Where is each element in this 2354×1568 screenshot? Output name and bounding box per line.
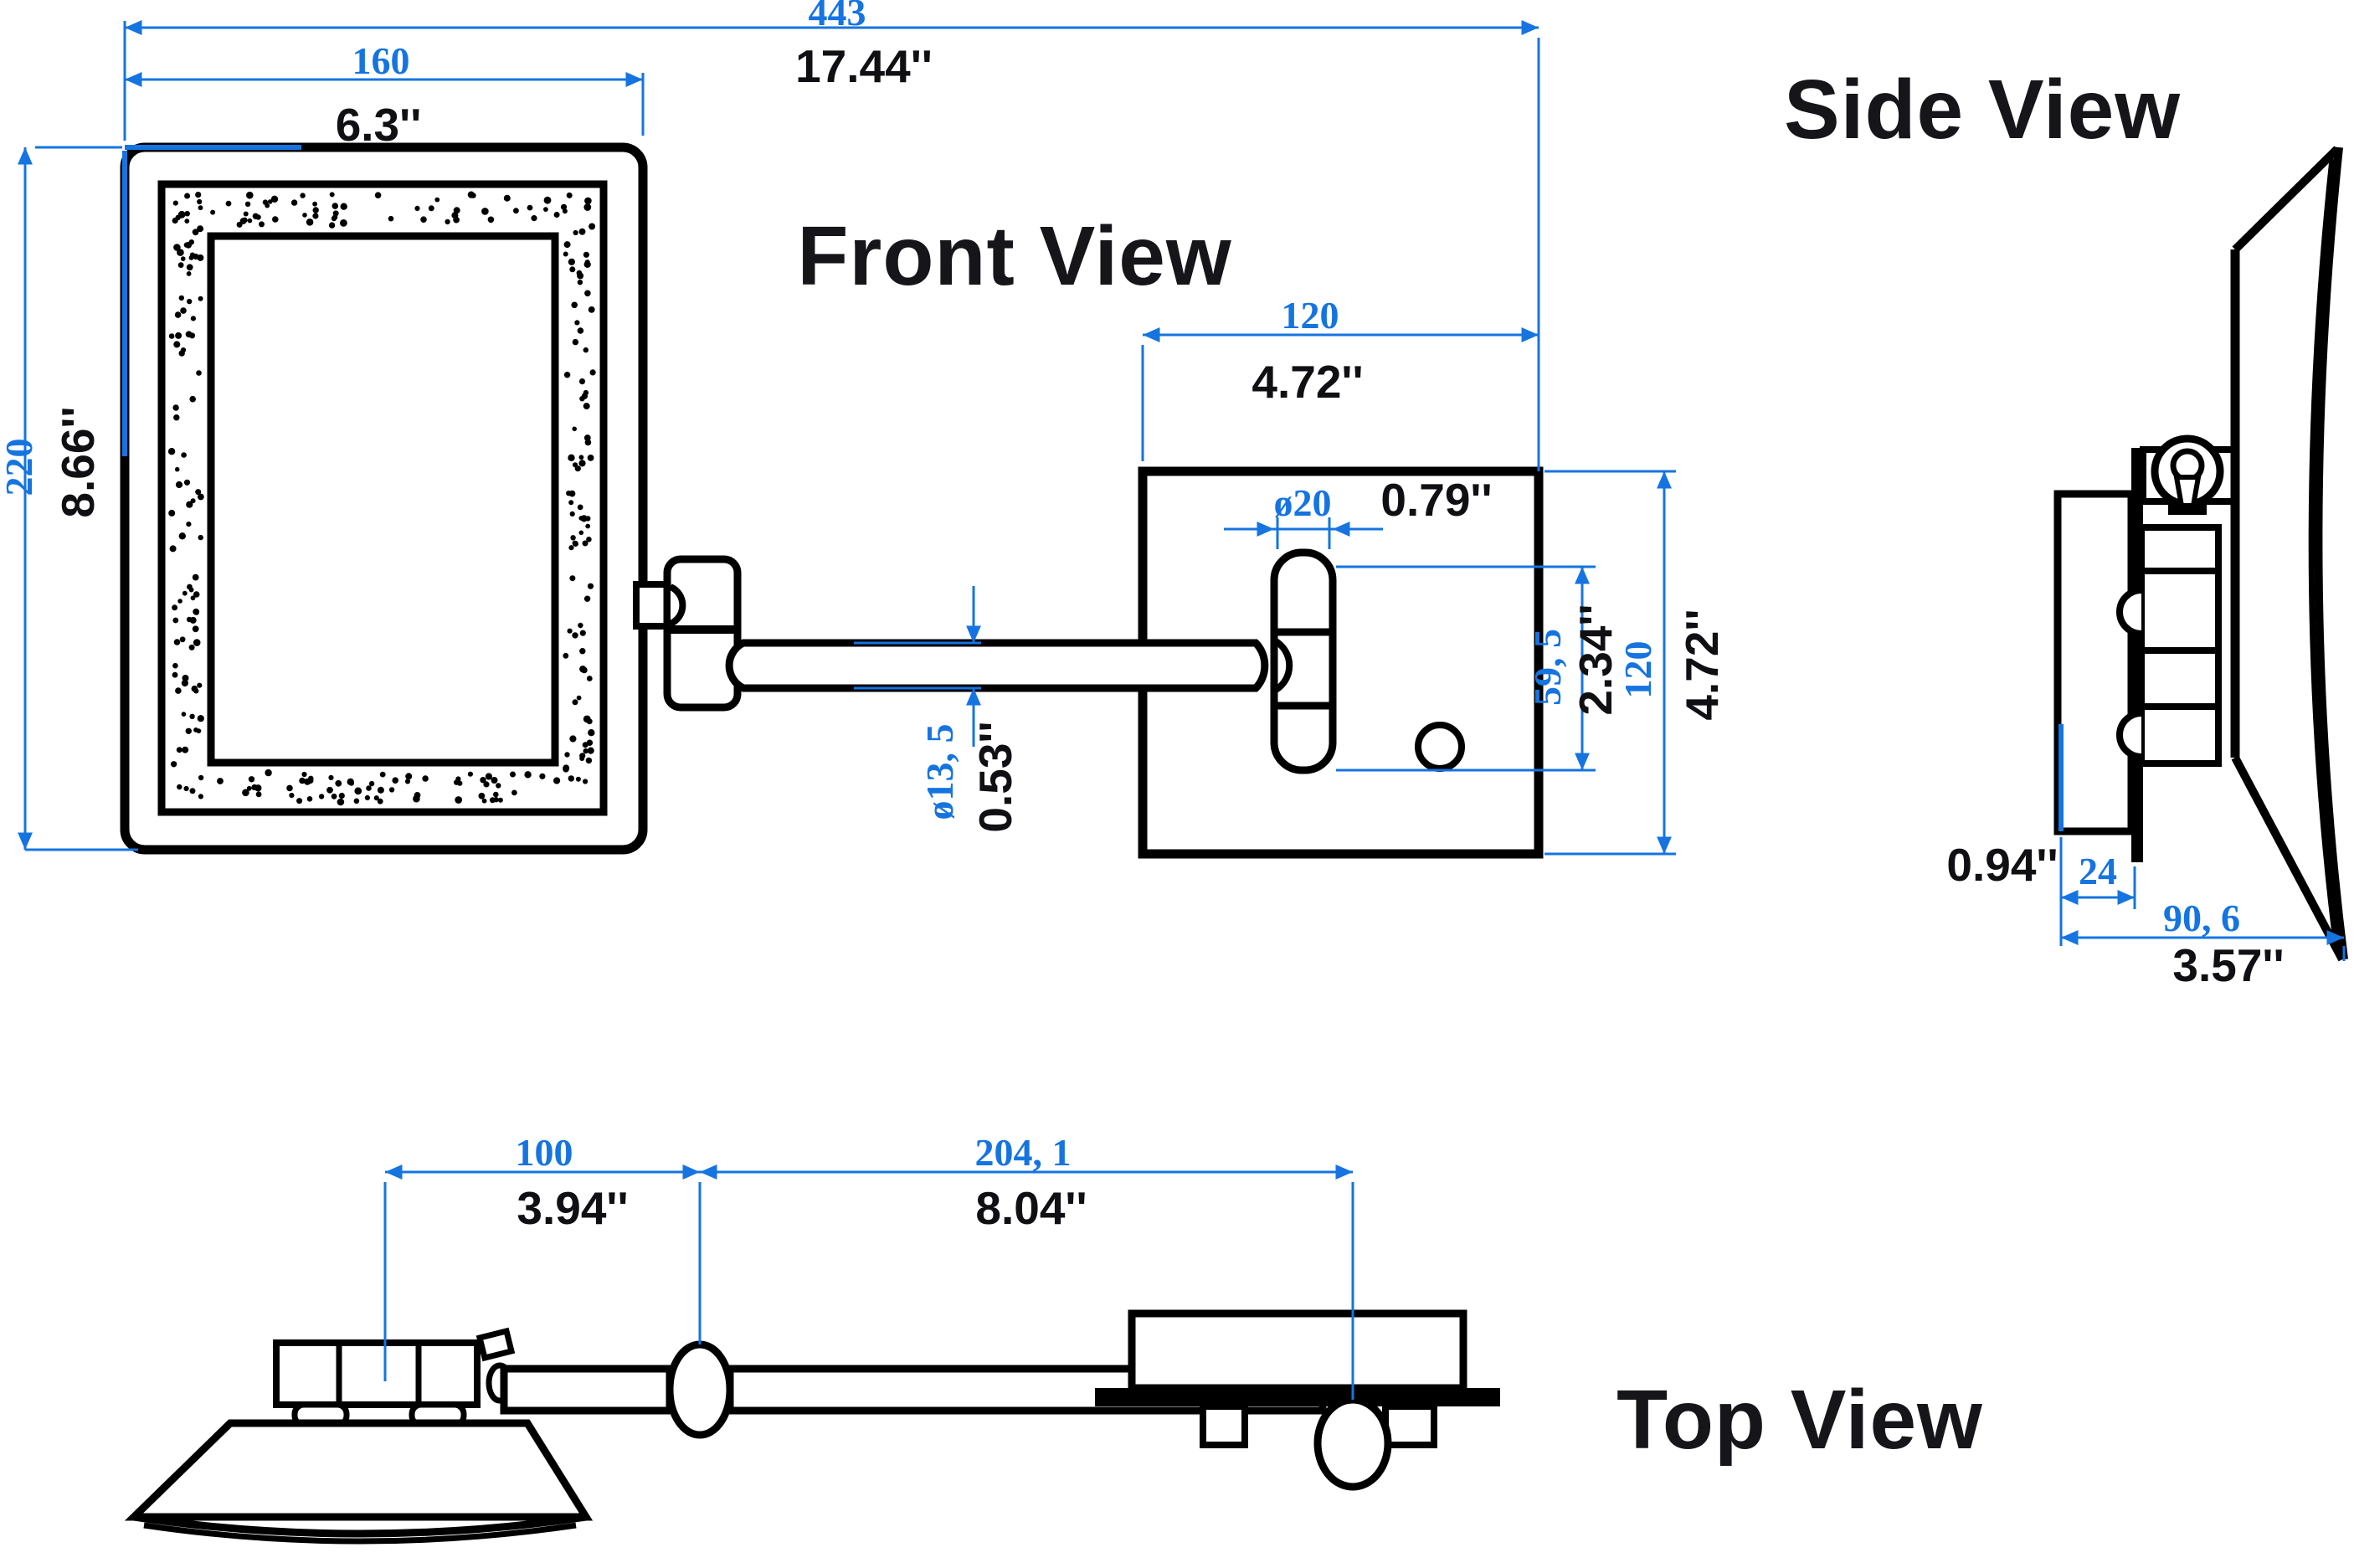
mirror-face-inner-curve — [2308, 158, 2340, 949]
top-plate-tab-left — [1200, 1403, 1248, 1448]
top-mirror-trapezoid — [124, 1419, 594, 1521]
top-view-title: Top View — [1616, 1373, 1983, 1467]
dim-arm2-mm: 204, 1 — [975, 1131, 1072, 1174]
dim-hinge-dia-mm: ø20 — [1274, 481, 1332, 524]
top-mirror-front-curve — [133, 1513, 587, 1538]
dim-plate-depth-mm: 24 — [2079, 850, 2117, 892]
top-head-block — [273, 1339, 481, 1408]
plate-screw-hole — [1415, 722, 1465, 772]
dim-plate-width-inch: 4.72'' — [1252, 356, 1363, 408]
dim-overall-width-inch: 17.44'' — [795, 40, 933, 92]
side-hinge-stack — [2138, 524, 2222, 767]
front-view-title: Front View — [797, 209, 1231, 303]
frame-stipple-texture — [167, 191, 596, 806]
dim-arm-dia-mm: ø13, 5 — [918, 724, 961, 820]
dim-arm-dia-inch: 0.53'' — [969, 721, 1021, 832]
dim-mirror-height-inch: 8.66'' — [52, 406, 104, 517]
side-view-title: Side View — [1784, 63, 2181, 157]
top-view: Top View 100 3.94'' 204, 1 8.04'' — [124, 1131, 1983, 1545]
top-wall-hinge-joint — [1313, 1396, 1392, 1491]
dim-total-depth-mm: 90, 6 — [2163, 897, 2240, 939]
dim-total-depth-inch: 3.57'' — [2172, 939, 2284, 991]
dim-plate-depth-inch: 0.94'' — [1946, 839, 2058, 891]
side-knob-keyhole — [2173, 475, 2202, 508]
stack-bump-lower — [2116, 710, 2142, 760]
dim-plate-width-mm: 120 — [1282, 294, 1339, 337]
top-elbow-joint — [666, 1340, 734, 1439]
mirror-glass — [207, 232, 559, 767]
dim-mirror-width-inch: 6.3'' — [336, 99, 422, 151]
dim-arm1-inch: 3.94'' — [517, 1182, 628, 1234]
top-plate-flange — [1095, 1388, 1500, 1406]
dim-hinge-height-inch: 2.34'' — [1570, 604, 1622, 715]
dim-arm2-inch: 8.04'' — [975, 1182, 1087, 1234]
dim-overall-width-mm: 443 — [809, 0, 866, 33]
swing-arm — [725, 639, 1269, 692]
head-clamp — [475, 1327, 516, 1362]
arm-end-cap-arc — [1273, 638, 1293, 693]
stack-bump-upper — [2116, 587, 2142, 637]
hinge-notch-arc — [669, 584, 686, 627]
dim-mirror-width-mm: 160 — [352, 39, 410, 82]
side-knob-base — [2168, 504, 2207, 515]
dim-arm1-mm: 100 — [516, 1131, 573, 1174]
front-view: Front View 443 17.44'' 160 6.3'' — [0, 0, 1728, 859]
plate-hinge-cylinder — [1270, 548, 1337, 774]
mirror-top-edge — [2232, 146, 2341, 253]
dim-plate-height-mm: 120 — [1616, 641, 1659, 699]
top-plate-tab-right — [1382, 1403, 1437, 1448]
top-mirror-front-curve-inner — [143, 1522, 577, 1545]
dim-plate-height-inch: 4.72'' — [1676, 609, 1728, 720]
dim-hinge-dia-inch: 0.79'' — [1380, 474, 1492, 526]
top-wall-plate — [1128, 1309, 1467, 1392]
dim-hinge-height-mm: 59, 5 — [1526, 629, 1569, 706]
side-wall-plate — [2053, 490, 2136, 835]
mirror-bottom-edge — [2231, 755, 2346, 962]
mirror-face-outer-curve — [2314, 147, 2348, 960]
top-arm-1 — [500, 1365, 674, 1415]
dim-mirror-height-mm: 220 — [0, 439, 40, 496]
side-view: Side View 0.94'' 24 90, 6 3.57'' — [1784, 63, 2348, 991]
